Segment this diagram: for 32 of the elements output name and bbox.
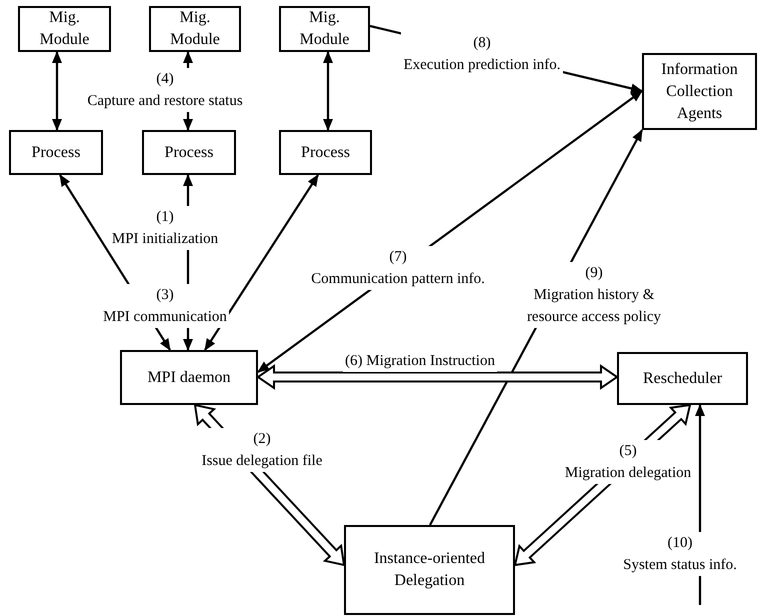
edge-label: (7) Communication pattern info. bbox=[309, 246, 487, 290]
process-box bbox=[9, 130, 103, 175]
arrow bbox=[323, 51, 333, 131]
arrow bbox=[52, 51, 62, 131]
edge-label: (8) Execution prediction info. bbox=[401, 32, 563, 76]
process-box bbox=[642, 53, 757, 130]
process-box bbox=[344, 525, 515, 615]
node-text: Rescheduler bbox=[642, 368, 722, 388]
node-text: Process bbox=[301, 142, 350, 162]
process-box bbox=[149, 6, 241, 52]
annotation-label: (3) MPI communication bbox=[101, 284, 229, 328]
node-text: Instance-oriented Delegation bbox=[372, 549, 486, 591]
edge-label: (2) Issue delegation file bbox=[200, 428, 324, 472]
process-box bbox=[142, 130, 236, 175]
node-text: Process bbox=[32, 142, 80, 162]
node-text: Mig. Module bbox=[38, 8, 90, 50]
process-box bbox=[617, 352, 748, 405]
process-box bbox=[279, 130, 372, 175]
process-box bbox=[18, 6, 111, 52]
node-text: Information Collection Agents bbox=[660, 60, 739, 124]
arrow bbox=[204, 174, 319, 351]
process-box bbox=[120, 350, 258, 405]
edge-label: (4) Capture and restore status bbox=[85, 68, 245, 112]
hollow-arrow bbox=[256, 364, 619, 390]
node-text: Process bbox=[164, 142, 214, 162]
edge-label: (1) MPI initialization bbox=[110, 206, 220, 250]
edge-label: (10) System status info. bbox=[621, 532, 739, 576]
edge-label: (5) Migration delegation bbox=[562, 440, 694, 484]
node-text: MPI daemon bbox=[147, 368, 231, 388]
node-text: Mig. Module bbox=[298, 8, 350, 50]
process-box bbox=[279, 6, 370, 52]
node-text: Mig. Module bbox=[169, 8, 221, 50]
